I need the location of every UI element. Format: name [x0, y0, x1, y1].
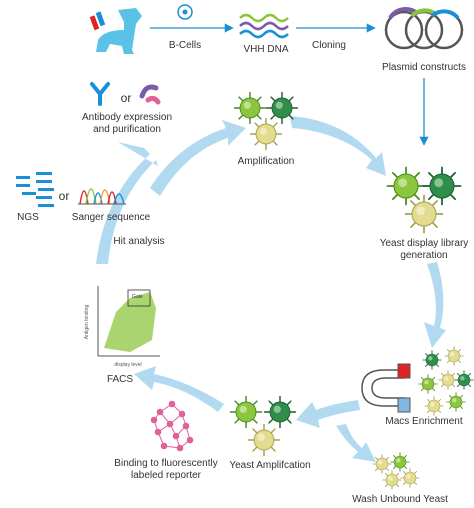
cycle-arrow-library-to-macs: [424, 262, 446, 348]
reporter-node: [172, 432, 180, 440]
ngs-reads-icon: [16, 172, 54, 207]
cycle-arrow-amplification-to-library: [290, 116, 386, 176]
reporter-node: [154, 428, 162, 436]
yeast-library-label: Yeast display library generation: [379, 238, 469, 261]
facs-population: [104, 292, 156, 352]
plasmid-label: Plasmid constructs: [382, 62, 466, 73]
yeast-cell: [438, 370, 458, 390]
sanger-label: Sanger sequence: [71, 212, 151, 223]
hit-analysis-label: Hit analysis: [113, 236, 165, 247]
binding-reporter-label: Binding to fluorescently labeled reporte…: [114, 458, 218, 481]
yeast-cell: [404, 194, 444, 234]
facs-gate-label: Gate: [132, 294, 143, 300]
antibody-expression-label: Antibody expression and purification: [81, 112, 173, 135]
yeast-cell: [418, 374, 438, 394]
reporter-node: [178, 410, 186, 418]
yeast-cell: [233, 91, 267, 125]
sanger-chromatogram-icon: [78, 188, 126, 205]
llama-illustration: [89, 8, 142, 54]
yeast-cell: [422, 166, 462, 206]
facs-label: FACS: [106, 374, 134, 385]
yeast-cell: [247, 423, 281, 457]
cycle-arrow-yeastamp-to-facs: [134, 366, 224, 412]
yeast-cell: [400, 468, 420, 488]
vhh-dna-label: VHH DNA: [243, 44, 289, 55]
cycle-arrows: [96, 116, 446, 462]
reporter-node: [166, 420, 174, 428]
antibody-y-icon: [90, 82, 110, 106]
yeast-cell: [386, 166, 426, 206]
cloning-label: Cloning: [312, 40, 346, 51]
yeast-cell: [382, 470, 402, 490]
yeast-cell: [372, 454, 392, 474]
reporter-node: [186, 436, 194, 444]
reporter-node: [168, 400, 176, 408]
yeast-amplification-label: Yeast Amplifcation: [229, 460, 311, 471]
fluorescent-reporter-icon: [150, 400, 194, 452]
vhh-dna-icon: [239, 13, 289, 39]
facs-plot: Gate Antigen binding display level: [84, 286, 160, 368]
b-cell-icon: [177, 4, 193, 20]
yeast-cell: [249, 117, 283, 151]
facs-xlabel: display level: [114, 362, 141, 368]
yeast-cell: [446, 392, 466, 412]
magnet-icon: [361, 363, 411, 413]
reporter-node: [150, 416, 158, 424]
reporter-node: [156, 408, 164, 416]
cycle-arrow-macs-to-wash: [336, 424, 376, 462]
cycle-arrow-hit-to-amplification: [150, 120, 246, 196]
plasmid-constructs-icon: [384, 7, 464, 50]
cycle-arrow-macs-to-yeastamp: [296, 400, 360, 428]
reporter-node: [176, 444, 184, 452]
yeast-cell: [444, 346, 464, 366]
reporter-node: [182, 422, 190, 430]
facs-ylabel: Antigen binding: [84, 305, 90, 340]
macs-label: Macs Enrichment: [385, 416, 463, 427]
yeast-cell: [265, 91, 299, 125]
yeast-cell: [229, 395, 263, 429]
facs-gate: [127, 289, 151, 307]
cycle-arrow-facs-to-antibody: [96, 142, 158, 264]
ngs-or-label: or: [58, 189, 70, 203]
amplification-label: Amplification: [237, 156, 295, 167]
antibody-or-label: or: [120, 91, 132, 105]
cell-clusters: [229, 91, 474, 490]
wash-label: Wash Unbound Yeast: [352, 494, 448, 505]
yeast-cell: [422, 350, 442, 370]
yeast-cell: [424, 396, 444, 416]
nanobody-icon: [139, 84, 161, 105]
yeast-cell: [390, 452, 410, 472]
reporter-node: [160, 442, 168, 450]
b-cells-label: B-Cells: [168, 40, 202, 51]
yeast-cell: [263, 395, 297, 429]
yeast-cell: [454, 370, 474, 390]
ngs-label: NGS: [17, 212, 39, 223]
